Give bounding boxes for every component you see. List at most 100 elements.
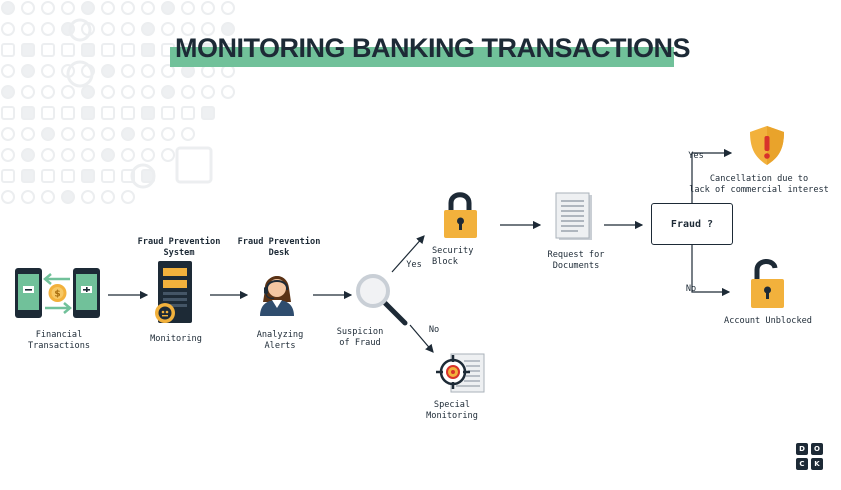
shield-warning-icon: [750, 126, 784, 165]
pattern-shape: [181, 1, 195, 15]
pattern-shape: [1, 190, 15, 204]
pattern-shape: [201, 22, 215, 36]
arrow-suspicion-no: [409, 324, 434, 353]
server-icon: [155, 261, 192, 323]
pattern-shape: [41, 85, 55, 99]
pattern-shape: [61, 43, 75, 57]
pattern-shape: [161, 127, 175, 141]
pattern-shape: [1, 1, 15, 15]
pattern-shape: [1, 22, 15, 36]
pattern-shape: [181, 85, 195, 99]
pattern-shape: [41, 106, 55, 120]
pattern-shape: [101, 127, 115, 141]
pattern-shape: [101, 22, 115, 36]
pattern-shape: [161, 64, 175, 78]
pattern-shape: [21, 43, 35, 57]
pattern-shape: [141, 127, 155, 141]
pattern-shape: [101, 1, 115, 15]
pattern-shape: [21, 169, 35, 183]
arrow-fraud-yes: [691, 148, 733, 203]
pattern-shape: [81, 1, 95, 15]
title-highlight: [170, 47, 674, 67]
phones-transfer-icon: $: [15, 268, 100, 318]
pattern-shape: [21, 22, 35, 36]
pattern-shape: [66, 60, 94, 88]
pattern-shape: [121, 169, 135, 183]
pattern-shape: [141, 85, 155, 99]
background-pattern: [1, 1, 235, 204]
pattern-shape: [201, 1, 215, 15]
pattern-shape: [21, 148, 35, 162]
pattern-shape: [101, 169, 115, 183]
pattern-shape: [161, 85, 175, 99]
pattern-shape: [21, 190, 35, 204]
pattern-shape: [81, 106, 95, 120]
pattern-shape: [61, 1, 75, 15]
pattern-shape: [61, 169, 75, 183]
pattern-shape: [161, 148, 175, 162]
pattern-shape: [141, 148, 155, 162]
pattern-shape: [141, 1, 155, 15]
pattern-shape: [181, 22, 195, 36]
pattern-shape: [141, 106, 155, 120]
pattern-shape: [81, 169, 95, 183]
locked-padlock-icon: [444, 192, 477, 238]
pattern-shape: [121, 148, 135, 162]
pattern-shape: [121, 1, 135, 15]
pattern-shape: [81, 148, 95, 162]
pattern-shape: [1, 169, 15, 183]
label-monitoring: Monitoring: [150, 334, 202, 344]
pattern-shape: [121, 64, 135, 78]
pattern-shape: [41, 1, 55, 15]
pattern-shape: [221, 22, 235, 36]
pattern-shape: [21, 85, 35, 99]
pattern-shape: [141, 64, 155, 78]
arrow-fraud-no: [691, 245, 731, 297]
pattern-shape: [1, 43, 15, 57]
pattern-shape: [130, 163, 156, 189]
label-account-unblocked: Account Unblocked: [724, 316, 812, 326]
pattern-shape: [121, 127, 135, 141]
pattern-shape: [81, 85, 95, 99]
pattern-shape: [181, 127, 195, 141]
pattern-shape: [121, 22, 135, 36]
target-document-icon: [436, 353, 485, 393]
pattern-shape: [21, 106, 35, 120]
svg-text:$: $: [54, 290, 60, 300]
pattern-shape: [121, 106, 135, 120]
pattern-shape: [21, 64, 35, 78]
pattern-shape: [41, 127, 55, 141]
pattern-shape: [1, 127, 15, 141]
pattern-shape: [41, 169, 55, 183]
pattern-shape: [101, 64, 115, 78]
pattern-shape: [1, 85, 15, 99]
pattern-shape: [81, 127, 95, 141]
pattern-shape: [41, 190, 55, 204]
pattern-shape: [201, 85, 215, 99]
pattern-shape: [221, 85, 235, 99]
pattern-shape: [201, 106, 215, 120]
pattern-shape: [175, 146, 213, 184]
pattern-shape: [161, 22, 175, 36]
pattern-shape: [21, 1, 35, 15]
unlocked-padlock-icon: [751, 259, 784, 308]
pattern-shape: [61, 127, 75, 141]
document-icon: [555, 192, 592, 240]
arrow-suspicion-yes: [391, 235, 425, 273]
pattern-shape: [121, 43, 135, 57]
edge-label-fraud-no: No: [685, 284, 697, 294]
pattern-shape: [61, 106, 75, 120]
logo-letter-d: D: [796, 443, 808, 455]
pattern-shape: [81, 43, 95, 57]
pattern-shape: [41, 64, 55, 78]
edge-label-fraud-yes: Yes: [688, 151, 704, 161]
